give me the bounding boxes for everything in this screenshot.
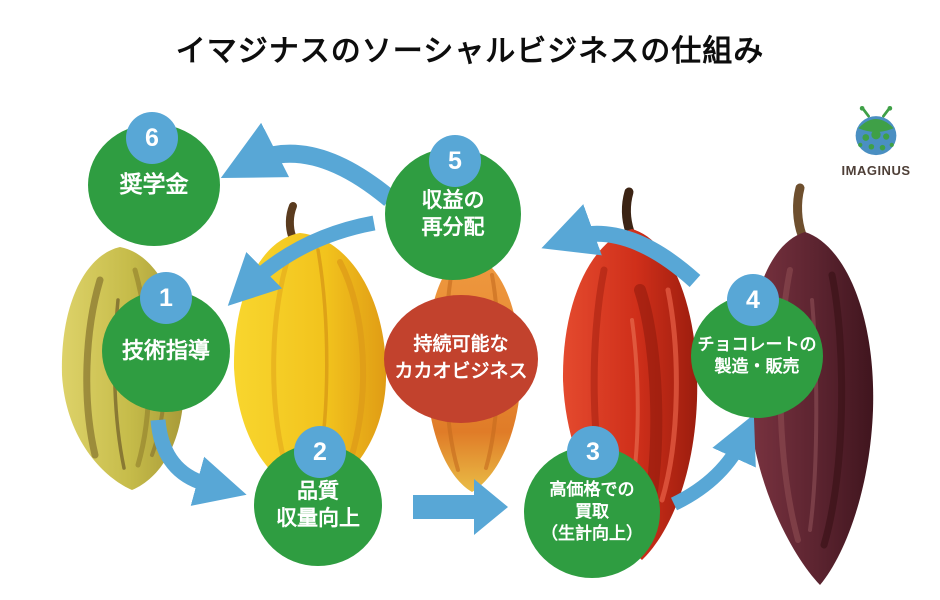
arrow-2-to-3 (413, 479, 508, 535)
step-label-line: 再分配 (421, 216, 485, 239)
step-label-line: チョコレートの (697, 334, 817, 354)
step-label-line: 収益の (421, 188, 485, 212)
step-label-line: （生計向上） (541, 524, 643, 544)
imaginus-logo: IMAGINUS (828, 106, 924, 178)
step-label-line: 技術指導 (121, 337, 210, 363)
logo-text: IMAGINUS (841, 163, 911, 178)
step-number-badge-5: 5 (429, 135, 481, 187)
step-label-line: 品質 (297, 479, 339, 503)
step-label-line: 収量向上 (276, 507, 360, 530)
step-number-badge-3: 3 (567, 426, 619, 478)
arrow-1-to-2 (150, 419, 247, 506)
flow-arrows (150, 122, 756, 511)
step-label-line: 製造・販売 (714, 357, 800, 376)
step-label-line: 奨学金 (119, 171, 189, 198)
center-label-line: 持続可能な (413, 334, 509, 356)
center-circle: 持続可能な カカオビジネス (384, 295, 538, 423)
step-circle-4: チョコレートの 製造・販売 (691, 294, 823, 418)
step-label-line: 高価格での (549, 479, 635, 499)
arrow-5-to-6 (220, 122, 396, 206)
arrow-3-to-4 (670, 414, 756, 511)
step-number-badge-6: 6 (126, 112, 178, 164)
ladybug-icon (855, 106, 897, 156)
step-label-line: 買取 (575, 501, 609, 521)
arrow-5-to-1 (227, 215, 376, 306)
step-number-badge-1: 1 (140, 272, 192, 324)
step-number-badge-4: 4 (727, 274, 779, 326)
arrow-4-to-5 (541, 204, 701, 287)
center-label-line: カカオビジネス (394, 361, 528, 382)
step-number-badge-2: 2 (294, 426, 346, 478)
diagram-title: イマジナスのソーシャルビジネスの仕組み (175, 35, 765, 68)
